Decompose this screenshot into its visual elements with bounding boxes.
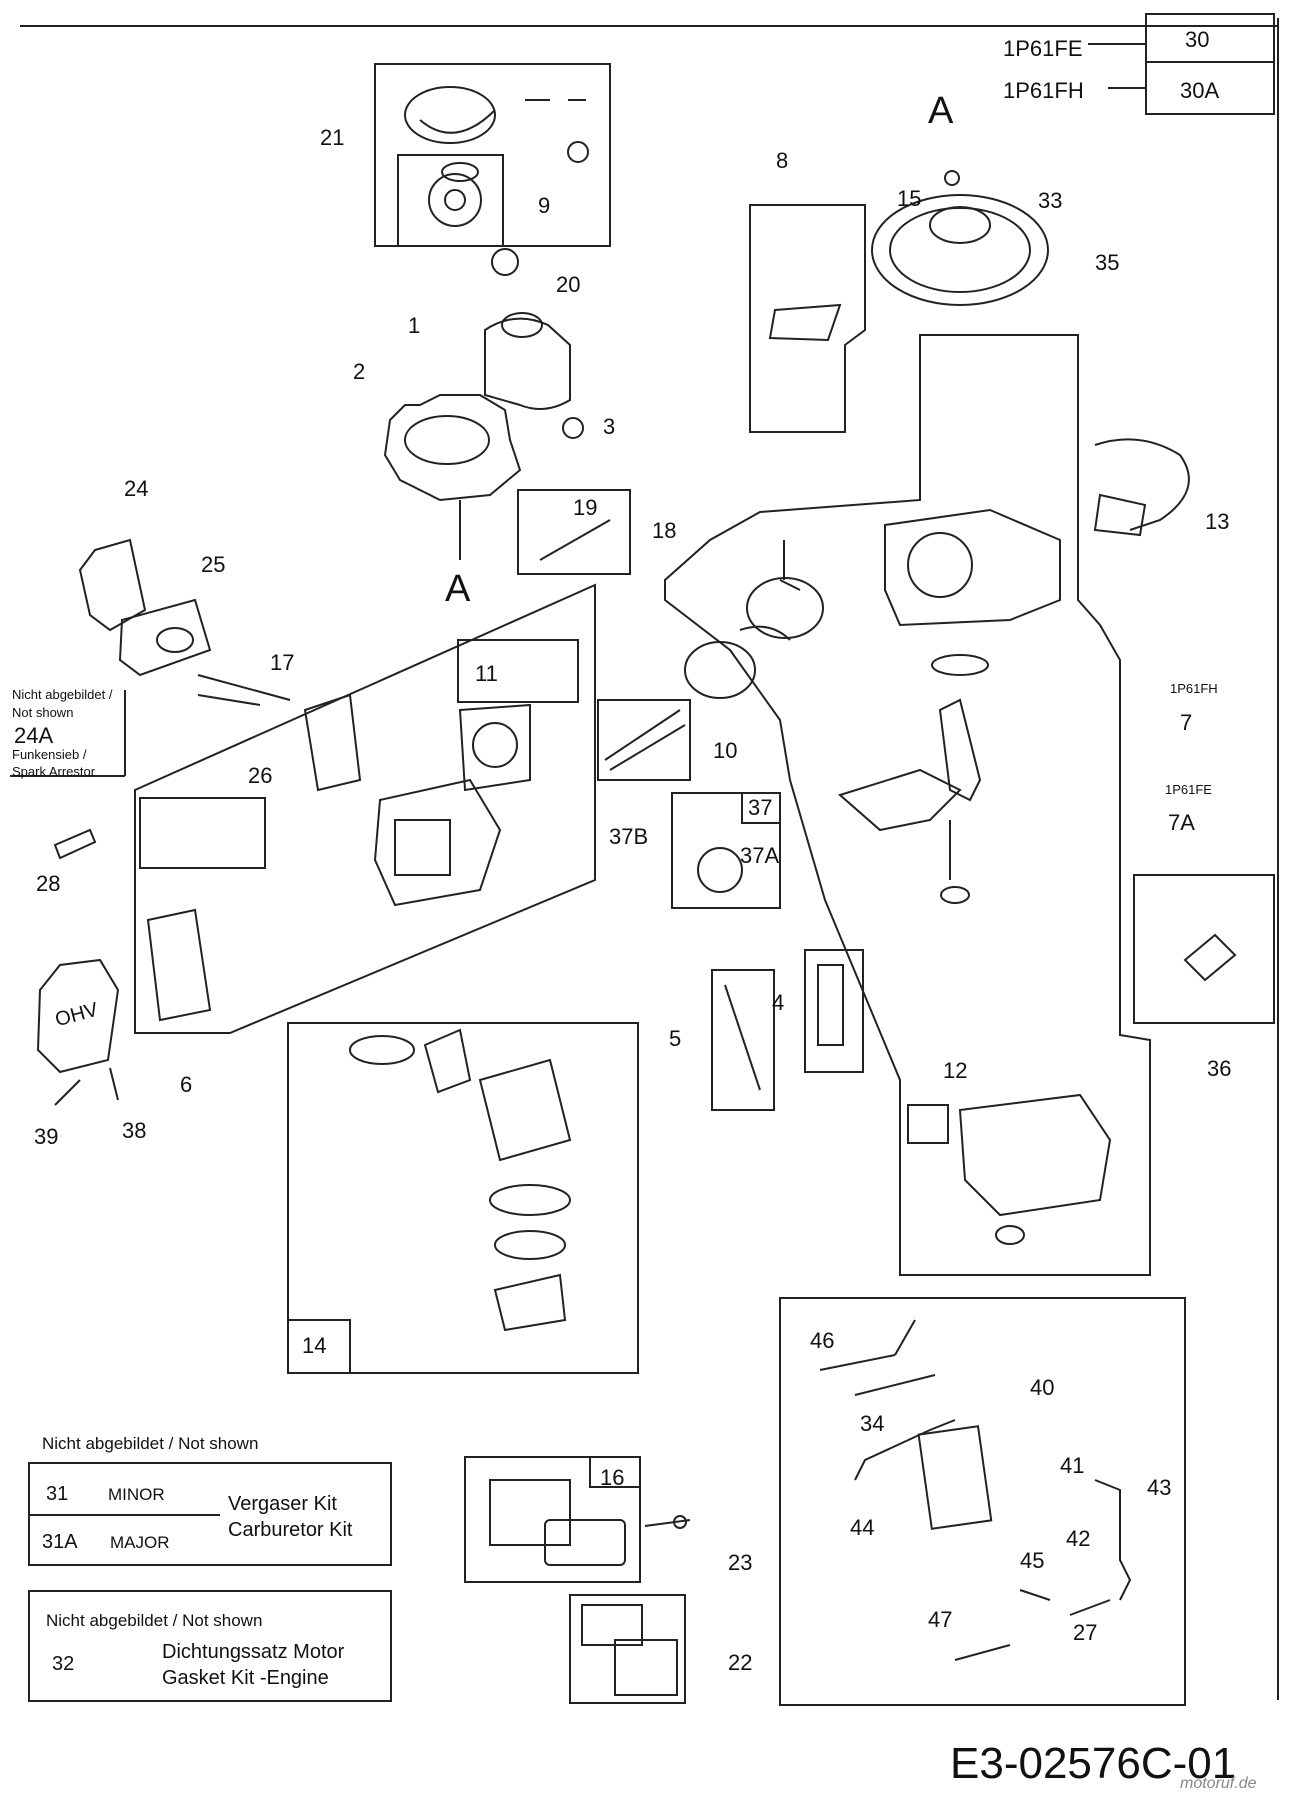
callout-19: 19 [573, 495, 598, 520]
callout-46: 46 [810, 1328, 835, 1353]
callout-45: 45 [1020, 1548, 1045, 1573]
reference-mark-a-mid: A [445, 568, 471, 610]
callout-23: 23 [728, 1550, 753, 1575]
callout-3: 3 [603, 414, 616, 439]
callout-14: 14 [302, 1333, 327, 1358]
callout-2: 2 [353, 359, 366, 384]
callout-38: 38 [122, 1118, 147, 1143]
callout-33: 33 [1038, 188, 1063, 213]
not-shown-24a-part: 24A [14, 723, 54, 748]
callout-35: 35 [1095, 250, 1120, 275]
model-tag-1p61fh: 1P61FH [1170, 681, 1218, 696]
callout-7: 7 [1180, 710, 1193, 735]
gasket-kit-desc-en: Gasket Kit -Engine [162, 1667, 329, 1689]
callout-13: 13 [1205, 509, 1230, 534]
callout-24: 24 [124, 476, 149, 501]
gasket-kit-desc-de: Dichtungssatz Motor [162, 1641, 345, 1663]
callout-22: 22 [728, 1650, 753, 1675]
callout-37b: 37B [609, 824, 649, 849]
not-shown-24a-line1: Nicht abgebildet / [12, 687, 113, 702]
callout-11: 11 [475, 661, 498, 686]
callout-21: 21 [320, 125, 345, 150]
carb-kit-legend: 31 MINOR 31A MAJOR Vergaser Kit Carburet… [28, 1462, 392, 1566]
gasket-kit-legend: Nicht abgebildet / Not shown 32 Dichtung… [28, 1590, 392, 1702]
callout-40: 40 [1030, 1375, 1055, 1400]
callout-6: 6 [180, 1072, 193, 1097]
callout-44: 44 [850, 1515, 875, 1540]
model-label-1p61fh: 1P61FH [1003, 78, 1084, 103]
carb-kit-part-31a: 31A [42, 1531, 78, 1553]
callout-37a: 37A [740, 843, 780, 868]
callout-4: 4 [772, 990, 785, 1015]
callout-27: 27 [1073, 1620, 1098, 1645]
callout-8: 8 [776, 148, 789, 173]
callout-17: 17 [270, 650, 295, 675]
callout-9: 9 [538, 193, 551, 218]
carb-kit-desc-de: Vergaser Kit [228, 1493, 337, 1515]
gasket-kit-part-32: 32 [52, 1653, 75, 1675]
not-shown-24a-line4: Spark Arrestor [12, 764, 96, 779]
callout-26: 26 [248, 763, 273, 788]
callout-28: 28 [36, 871, 61, 896]
callout-5: 5 [669, 1026, 682, 1051]
callout-39: 39 [34, 1124, 59, 1149]
carb-legend-header: Nicht abgebildet / Not shown [42, 1434, 259, 1453]
carb-kit-type-major: MAJOR [110, 1533, 170, 1552]
carb-kit-part-31: 31 [46, 1483, 69, 1505]
callout-15: 15 [897, 186, 922, 211]
callout-37: 37 [748, 795, 773, 820]
callout-47: 47 [928, 1607, 953, 1632]
carb-kit-desc-en: Carburetor Kit [228, 1519, 353, 1541]
watermark-logo: motoruf.de [1180, 1775, 1257, 1792]
callout-43: 43 [1147, 1475, 1172, 1500]
diagram-code: E3-02576C-01 [950, 1739, 1237, 1788]
model-part-30: 30 [1185, 27, 1210, 52]
model-tag-1p61fe: 1P61FE [1165, 782, 1212, 797]
callout-34: 34 [860, 1411, 885, 1436]
gasket-legend-header: Nicht abgebildet / Not shown [46, 1611, 263, 1630]
callout-20: 20 [556, 272, 581, 297]
callout-41: 41 [1060, 1453, 1085, 1478]
model-label-1p61fe: 1P61FE [1003, 36, 1083, 61]
not-shown-24a-line2: Not shown [12, 705, 74, 720]
reference-mark-a-top: A [928, 90, 954, 132]
callout-42: 42 [1066, 1526, 1091, 1551]
callout-16: 16 [600, 1465, 625, 1490]
model-part-30a: 30A [1180, 78, 1220, 103]
callout-7a: 7A [1168, 810, 1195, 835]
callout-18: 18 [652, 518, 677, 543]
callout-10: 10 [713, 738, 738, 763]
callout-1: 1 [408, 313, 421, 338]
carb-kit-type-minor: MINOR [108, 1485, 165, 1504]
callout-12: 12 [943, 1058, 968, 1083]
callout-36: 36 [1207, 1056, 1232, 1081]
callout-25: 25 [201, 552, 226, 577]
not-shown-24a-line3: Funkensieb / [12, 747, 87, 762]
